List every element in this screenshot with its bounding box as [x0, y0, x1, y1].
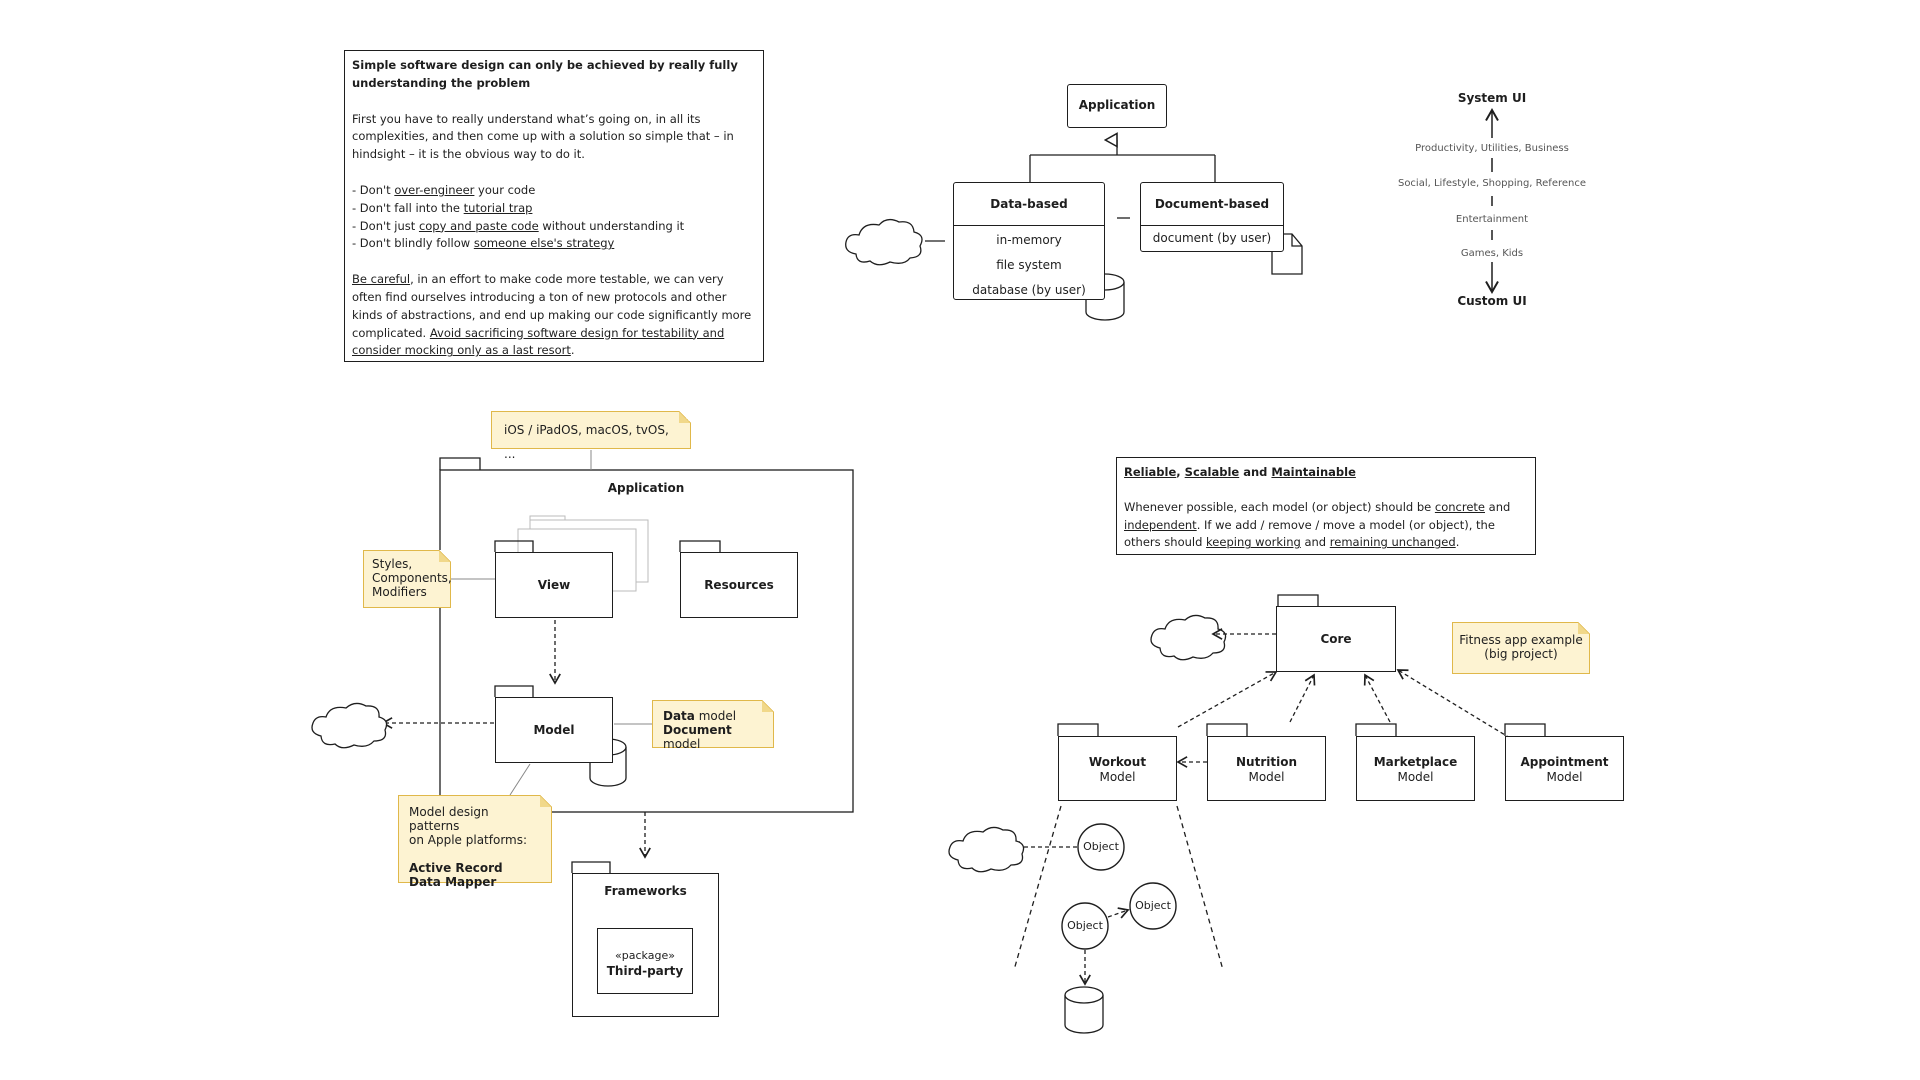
document-based-item: document (by user) [1152, 231, 1272, 245]
data-based-class: Data-based in-memory file system databas… [953, 182, 1105, 300]
cloud-shape [948, 826, 1025, 873]
intro-bullet: - Don't blindly follow someone else's st… [352, 236, 615, 251]
model-package: Model [495, 697, 613, 763]
resources-package: Resources [680, 552, 798, 618]
custom-ui-label: Custom UI [1457, 294, 1527, 308]
styles-note: Styles, Components, Modifiers [363, 550, 452, 608]
ui-scale-level: Productivity, Utilities, Business [1415, 143, 1569, 154]
ui-scale-level: Social, Lifestyle, Shopping, Reference [1397, 178, 1587, 189]
cloud-shape [845, 218, 923, 266]
intro-bullet: - Don't fall into the tutorial trap [352, 200, 533, 215]
core-package: Core [1276, 606, 1396, 672]
document-based-class: Document-based document (by user) [1140, 182, 1284, 252]
application-frame [439, 457, 854, 813]
database-icon [1064, 986, 1104, 1034]
application-class: Application [1067, 84, 1167, 128]
intro-title: Simple software design can only be achie… [352, 58, 738, 90]
intro-careful: Be careful, in an effort to make code mo… [352, 272, 752, 358]
intro-card: Simple software design can only be achie… [344, 50, 764, 362]
view-package: View [495, 552, 613, 618]
data-based-item: database (by user) [972, 283, 1086, 297]
testability-link[interactable]: Avoid sacrificing software design for te… [352, 325, 725, 358]
intro-bullet: - Don't over-engineer your code [352, 182, 536, 197]
third-party-package: «package» Third-party [597, 928, 693, 994]
system-ui-label: System UI [1457, 91, 1527, 105]
intro-link[interactable]: tutorial trap [463, 200, 533, 215]
principles-card: Reliable, Scalable and Maintainable When… [1116, 457, 1536, 555]
intro-paragraph: First you have to really understand what… [352, 111, 734, 162]
intro-bullet: - Don't just copy and paste code without… [352, 218, 685, 233]
object-label: Object [1135, 899, 1171, 912]
model-note: Data model Document model [652, 700, 774, 751]
data-based-item: file system [996, 258, 1062, 272]
data-based-title: Data-based [954, 183, 1104, 226]
careful-link[interactable]: Be careful [352, 272, 411, 287]
cloud-shape [311, 702, 388, 749]
intro-bullet-list: - Don't over-engineer your code - Don't … [352, 182, 756, 253]
patterns-note: Model design patterns on Apple platforms… [398, 795, 552, 889]
ui-scale-level: Entertainment [1455, 214, 1529, 225]
object-label: Object [1067, 919, 1103, 932]
object-label: Object [1083, 840, 1119, 853]
intro-link[interactable]: copy and paste code [418, 218, 539, 233]
document-based-title: Document-based [1141, 183, 1283, 226]
fitness-note: Fitness app example (big project) [1452, 622, 1590, 674]
frameworks-title: Frameworks [604, 884, 687, 898]
principles-text: Whenever possible, each model (or object… [1124, 499, 1511, 550]
inheritance-lines [925, 140, 1216, 242]
data-based-item: in-memory [996, 233, 1062, 247]
intro-link[interactable]: someone else's strategy [473, 236, 615, 251]
intro-link[interactable]: over-engineer [394, 182, 475, 197]
application-frame-title: Application [607, 481, 685, 495]
cloud-shape [1150, 614, 1227, 661]
platform-note: iOS / iPadOS, macOS, tvOS, ... [491, 411, 691, 461]
principles-title: Reliable, Scalable and Maintainable [1124, 465, 1356, 479]
ui-scale-level: Games, Kids [1460, 248, 1524, 259]
